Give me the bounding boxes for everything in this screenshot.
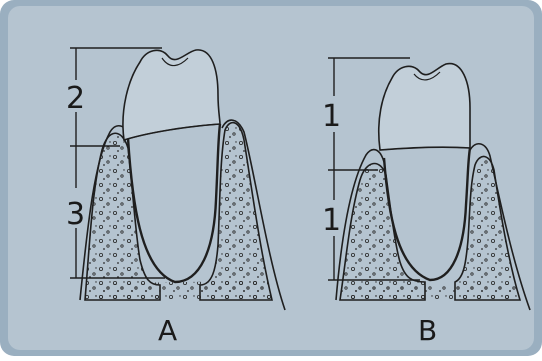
- crown-ratio-label-b: 1: [322, 99, 341, 134]
- panel-label-b: B: [418, 314, 437, 347]
- crown-ratio-label-a: 2: [66, 81, 85, 116]
- root-ratio-label-b: 1: [322, 203, 341, 238]
- panel-label-a: A: [158, 314, 177, 347]
- tooth-crown-b: [379, 64, 470, 150]
- root-ratio-label-a: 3: [66, 197, 85, 232]
